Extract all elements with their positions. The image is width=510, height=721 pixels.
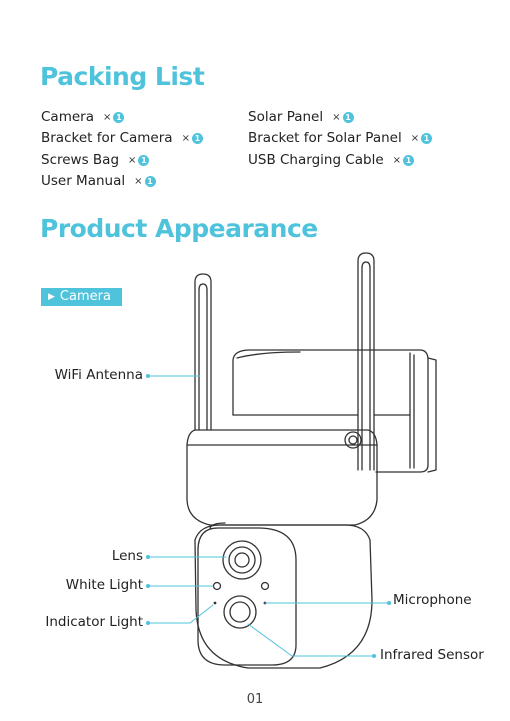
- label-wifi-antenna: WiFi Antenna: [55, 367, 143, 383]
- callout-lines: [148, 376, 389, 656]
- middle-band: [187, 430, 377, 525]
- label-microphone: Microphone: [393, 592, 472, 608]
- indicator-dot: [214, 602, 217, 605]
- callout-dots: [146, 374, 391, 658]
- camera-head: [195, 523, 372, 668]
- label-lens: Lens: [112, 548, 143, 564]
- infrared-sensor-outer: [224, 596, 256, 628]
- label-indicator-light: Indicator Light: [45, 614, 143, 630]
- left-antenna: [195, 274, 211, 430]
- white-light-left: [214, 583, 221, 590]
- label-white-light: White Light: [66, 577, 143, 593]
- page-number: 01: [0, 692, 510, 707]
- label-infrared-sensor: Infrared Sensor: [380, 647, 484, 663]
- upper-housing: [233, 350, 436, 472]
- white-light-right: [262, 583, 269, 590]
